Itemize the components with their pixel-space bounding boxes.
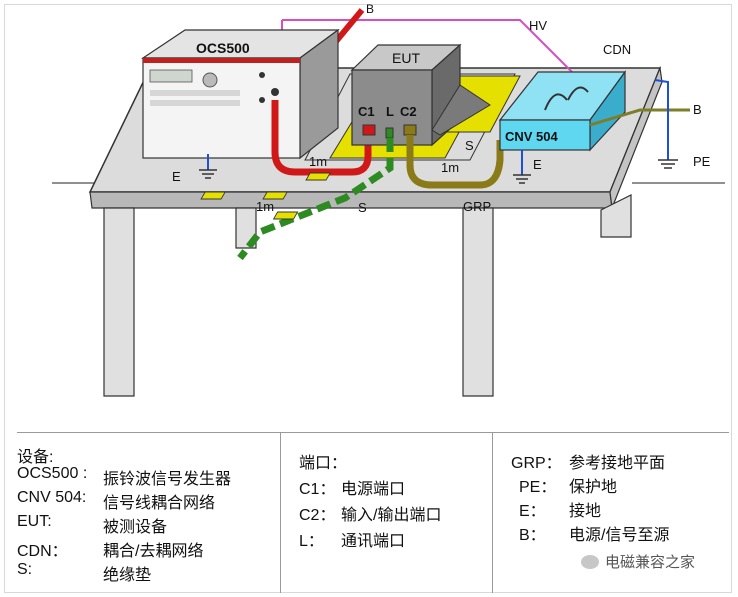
ocs500-button-row-2 xyxy=(150,100,240,106)
label-hv: HV xyxy=(529,18,547,33)
legend-term: 设备: xyxy=(17,449,54,466)
eut-cable-guide xyxy=(431,84,491,136)
legend-term: EUT: xyxy=(17,513,52,530)
legend-term: CDN： xyxy=(17,543,68,560)
insulation-block-3 xyxy=(305,172,331,181)
cnv-front xyxy=(499,119,591,151)
table-leg-back-right xyxy=(600,194,632,238)
label-b-right: B xyxy=(693,102,702,117)
legend-term: C2： xyxy=(299,507,336,524)
pe-wire xyxy=(654,79,669,160)
table-top-edge xyxy=(89,191,613,209)
label-1m-green: 1m xyxy=(256,199,274,214)
legend-term: E： xyxy=(519,503,546,520)
figure-frame xyxy=(4,4,732,593)
hv-line xyxy=(282,19,576,76)
label-s-eut: S xyxy=(465,138,474,153)
ocs500-knob-icon xyxy=(202,72,218,88)
label-c2: C2 xyxy=(400,104,417,119)
table-leg-front-right xyxy=(462,207,494,397)
label-grp: GRP xyxy=(463,199,491,214)
label-eut: EUT xyxy=(392,50,420,66)
watermark: 电磁兼容之家 xyxy=(581,551,695,572)
insulation-block-2 xyxy=(262,191,288,200)
eut-box xyxy=(350,43,491,147)
label-cdn: CDN xyxy=(603,42,631,57)
label-c1: C1 xyxy=(358,104,375,119)
cnv-coil-icon xyxy=(544,93,568,111)
legend-desc: 通讯端口 xyxy=(341,533,406,550)
legend-grounding: GRP： 参考接地平面 PE： 保护地 E： 接地 B： 电源/信号至源 xyxy=(492,433,730,593)
green-cable-l xyxy=(237,138,394,261)
olive-cable-c2 xyxy=(406,135,504,189)
label-e-right: E xyxy=(533,157,542,172)
legend-term: S: xyxy=(17,561,33,578)
label-ocs500: OCS500 xyxy=(196,40,250,56)
label-cnv504: CNV 504 xyxy=(505,129,559,144)
legend-desc: 输入/输出端口 xyxy=(341,507,442,524)
legend-desc: 电源/信号至源 xyxy=(569,527,670,544)
legend-desc: 接地 xyxy=(569,503,602,520)
ocs500-port-icon xyxy=(259,72,265,78)
ocs500-port-icon-2 xyxy=(259,97,265,103)
e-ground-icon-right xyxy=(513,174,531,184)
legend-desc: 被测设备 xyxy=(103,519,168,536)
legend-term: 端口： xyxy=(299,455,348,472)
cnv504-box xyxy=(498,70,627,152)
wechat-icon xyxy=(581,555,599,569)
legend-term: OCS500 : xyxy=(17,465,88,482)
legend-term: GRP： xyxy=(511,455,562,472)
ocs500-red-strip xyxy=(143,58,300,63)
label-pe: PE xyxy=(693,154,711,169)
pe-ground-icon xyxy=(658,159,678,169)
legend-desc: 绝缘垫 xyxy=(103,567,152,584)
label-s-mat: S xyxy=(358,200,367,215)
insulation-block-1 xyxy=(200,191,226,200)
label-1m-olive: 1m xyxy=(441,160,459,175)
watermark-text: 电磁兼容之家 xyxy=(605,553,696,571)
port-l xyxy=(385,127,394,139)
cnv-coil-icon-2 xyxy=(567,86,589,101)
label-l: L xyxy=(386,104,394,119)
legend-term: L： xyxy=(299,533,324,550)
legend-term: C1： xyxy=(299,481,336,498)
port-c2 xyxy=(403,124,417,136)
label-1m-red: 1m xyxy=(309,154,327,169)
table-leg-front-left xyxy=(103,207,135,397)
legend-desc: 信号线耦合网络 xyxy=(103,495,216,512)
test-setup-diagram: OCS500 EUT CDN CNV 504 HV B B PE E E C1 … xyxy=(52,2,725,397)
legend-desc: 保护地 xyxy=(569,479,618,496)
b-signal-line xyxy=(589,108,690,127)
legend-term: PE： xyxy=(519,479,557,496)
ocs500-display xyxy=(149,69,193,83)
legend-desc: 耦合/去耦网络 xyxy=(103,543,204,560)
legend-desc: 振铃波信号发生器 xyxy=(103,471,232,488)
legend-term: B： xyxy=(519,527,546,544)
insulation-block-4 xyxy=(272,211,299,220)
legend-ports: 端口： C1： 电源端口 C2： 输入/输出端口 L： 通讯端口 xyxy=(280,433,493,593)
port-c1 xyxy=(362,124,376,136)
legend-desc: 电源端口 xyxy=(341,481,406,498)
ocs500-button-row xyxy=(150,90,240,96)
e-ground-icon-left xyxy=(199,169,217,179)
ocs500-generator xyxy=(141,28,340,160)
legend-devices: 设备: OCS500 : 振铃波信号发生器 CNV 504: 信号线耦合网络 EUT… xyxy=(17,433,272,593)
label-e-left: E xyxy=(172,169,181,184)
red-cable-c1 xyxy=(271,100,372,176)
legend-desc: 参考接地平面 xyxy=(569,455,666,472)
legend-term: CNV 504: xyxy=(17,489,87,506)
legend: 设备: OCS500 : 振铃波信号发生器 CNV 504: 信号线耦合网络 EUT… xyxy=(17,432,730,593)
label-b-top: B xyxy=(366,2,374,16)
ocs500-output-icon xyxy=(271,88,279,96)
